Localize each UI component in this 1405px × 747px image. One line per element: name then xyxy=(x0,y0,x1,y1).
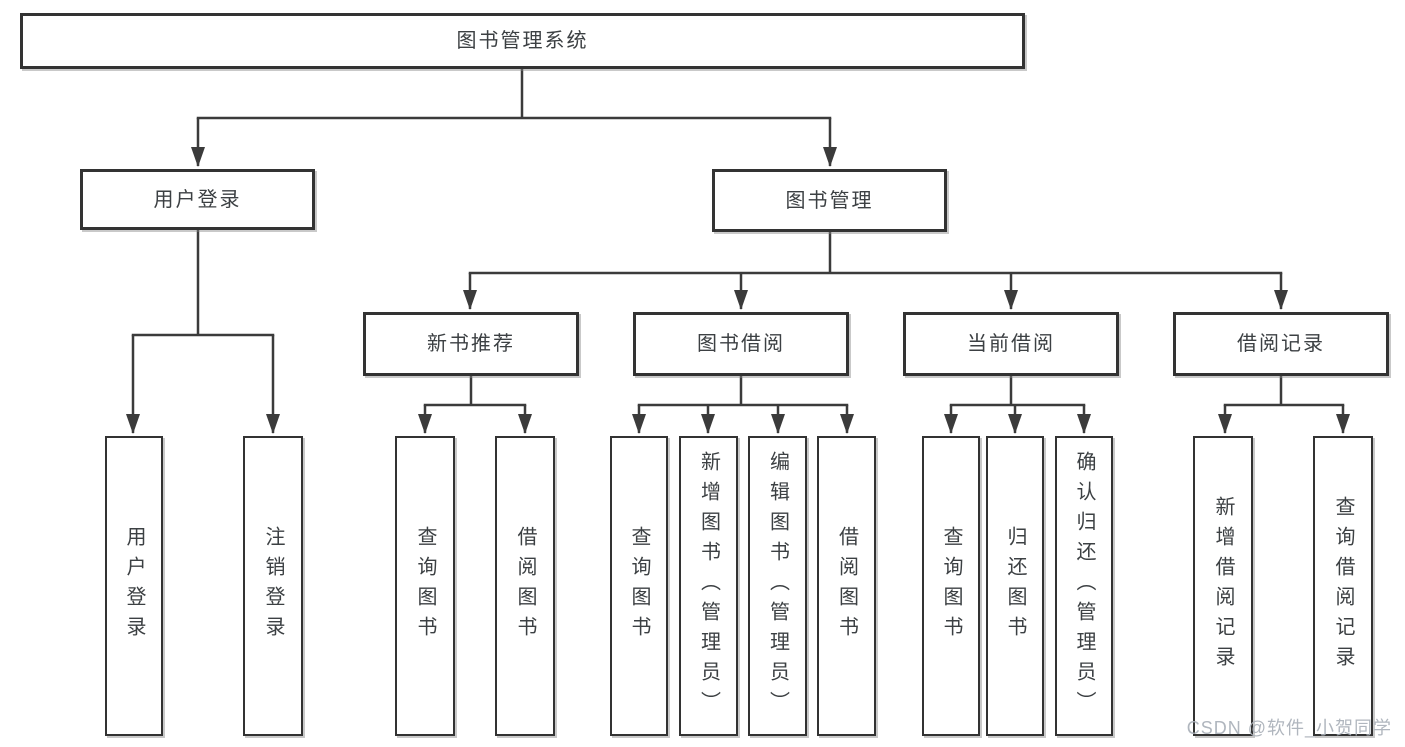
leaf-confirm-return-admin-label: 确认归还（管理员） xyxy=(1073,451,1095,721)
node-borrowing-records-label: 借阅记录 xyxy=(1237,333,1325,355)
node-user-login-label: 用户登录 xyxy=(153,188,242,211)
node-borrowing-records: 借阅记录 xyxy=(1173,312,1389,376)
leaf-query-borrow-record: 查询借阅记录 xyxy=(1313,436,1373,736)
node-current-borrowing-label: 当前借阅 xyxy=(967,333,1055,355)
leaf-query-books-current: 查询图书 xyxy=(922,436,980,736)
node-user-login: 用户登录 xyxy=(80,169,315,230)
leaf-query-books-recommend: 查询图书 xyxy=(395,436,455,736)
csdn-watermark: CSDN @软件_小贺同学 xyxy=(1186,718,1392,738)
leaf-logout-label: 注销登录 xyxy=(262,526,284,646)
leaf-query-books-borrowing: 查询图书 xyxy=(610,436,668,736)
leaf-add-books-admin: 新增图书（管理员） xyxy=(679,436,738,736)
leaf-logout: 注销登录 xyxy=(243,436,303,736)
node-new-book-recommend-label: 新书推荐 xyxy=(427,333,515,355)
leaf-query-books-current-label: 查询图书 xyxy=(940,526,962,646)
node-book-borrowing-label: 图书借阅 xyxy=(697,333,785,355)
leaf-query-borrow-record-label: 查询借阅记录 xyxy=(1332,496,1354,676)
leaf-add-borrow-record-label: 新增借阅记录 xyxy=(1212,496,1234,676)
leaf-return-books: 归还图书 xyxy=(986,436,1044,736)
leaf-query-books-recommend-label: 查询图书 xyxy=(414,526,436,646)
leaf-add-borrow-record: 新增借阅记录 xyxy=(1193,436,1253,736)
leaf-borrow-books-recommend-label: 借阅图书 xyxy=(514,526,536,646)
node-book-management: 图书管理 xyxy=(712,169,947,232)
leaf-edit-books-admin-label: 编辑图书（管理员） xyxy=(766,451,789,721)
leaf-user-login: 用户登录 xyxy=(105,436,163,736)
leaf-confirm-return-admin: 确认归还（管理员） xyxy=(1055,436,1113,736)
node-book-management-label: 图书管理 xyxy=(785,189,874,212)
leaf-edit-books-admin: 编辑图书（管理员） xyxy=(748,436,807,736)
leaf-borrow-books-label: 借阅图书 xyxy=(835,526,858,646)
node-root: 图书管理系统 xyxy=(20,13,1025,69)
node-current-borrowing: 当前借阅 xyxy=(903,312,1119,376)
leaf-user-login-label: 用户登录 xyxy=(123,526,145,646)
leaf-borrow-books-recommend: 借阅图书 xyxy=(495,436,555,736)
node-new-book-recommend: 新书推荐 xyxy=(363,312,579,376)
node-root-label: 图书管理系统 xyxy=(456,30,589,52)
leaf-query-books-borrowing-label: 查询图书 xyxy=(628,526,650,646)
leaf-return-books-label: 归还图书 xyxy=(1004,526,1026,646)
node-book-borrowing: 图书借阅 xyxy=(633,312,849,376)
leaf-borrow-books: 借阅图书 xyxy=(817,436,876,736)
leaf-add-books-admin-label: 新增图书（管理员） xyxy=(697,451,720,721)
